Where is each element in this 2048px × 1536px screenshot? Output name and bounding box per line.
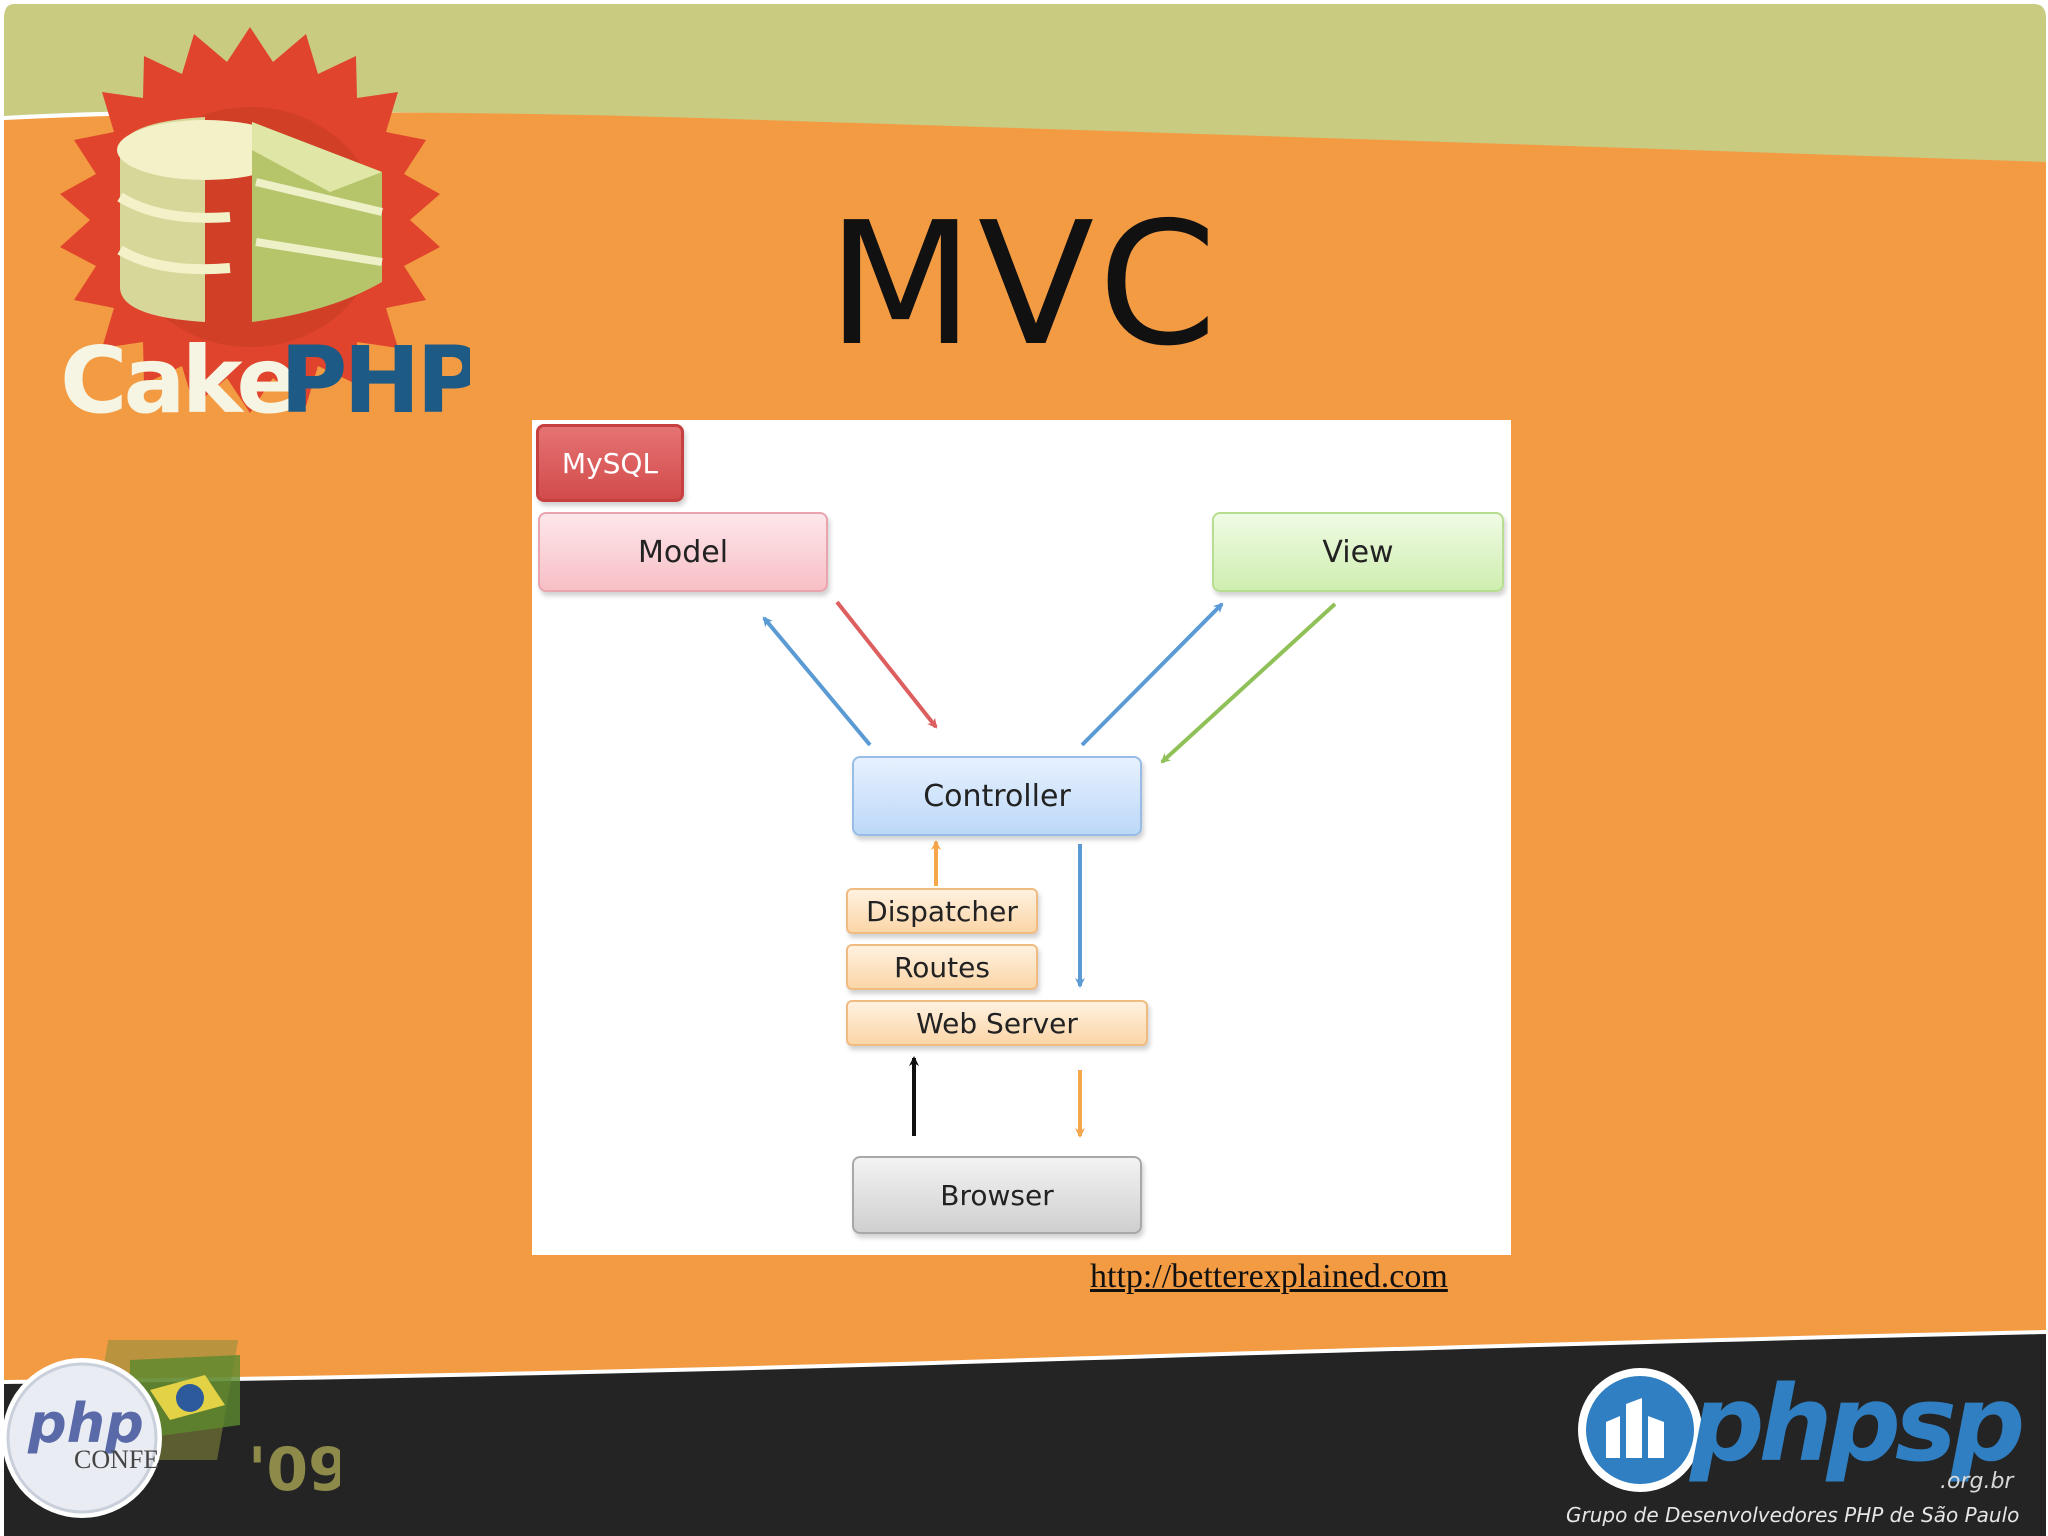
node-view: View [1212,512,1504,592]
php-conf-year: '09 [248,1435,340,1505]
node-web-server: Web Server [846,1000,1148,1046]
slide-title: MVC [827,186,1221,384]
arrow-view-to-controller [1160,602,1337,764]
arrow-controller-to-model [762,616,872,747]
node-browser: Browser [852,1156,1142,1234]
php-conf-word: php [27,1392,144,1455]
node-routes: Routes [846,944,1038,990]
logo-word-php: PHP [280,327,470,434]
php-conf-line1: CONFE [74,1445,159,1474]
node-model: Model [538,512,828,592]
phpsp-tagline: Grupo de Desenvolvedores PHP de São Paul… [1566,1503,2019,1527]
source-link[interactable]: http://betterexplained.com [1090,1258,1448,1295]
arrow-model-to-controller [835,600,938,729]
phpsp-suffix: .org.br [1940,1469,2015,1494]
node-controller: Controller [852,756,1142,836]
phpsp-word: phpsp [1688,1363,2022,1485]
node-mysql: MySQL [536,424,684,502]
logo-word-cake: Cake [60,327,295,434]
mvc-diagram: MySQL Model View Controller Dispatcher R… [532,420,1511,1255]
phpsp-logo: phpsp .org.br Grupo de Desenvolvedores P… [1566,1363,2028,1527]
cakephp-logo: Cake PHP [60,27,470,434]
node-dispatcher: Dispatcher [846,888,1038,934]
arrow-controller-to-view [1080,602,1224,747]
php-conference-logo: php CONFE '09 [2,1340,340,1518]
diagram-arrows [762,600,1337,1138]
